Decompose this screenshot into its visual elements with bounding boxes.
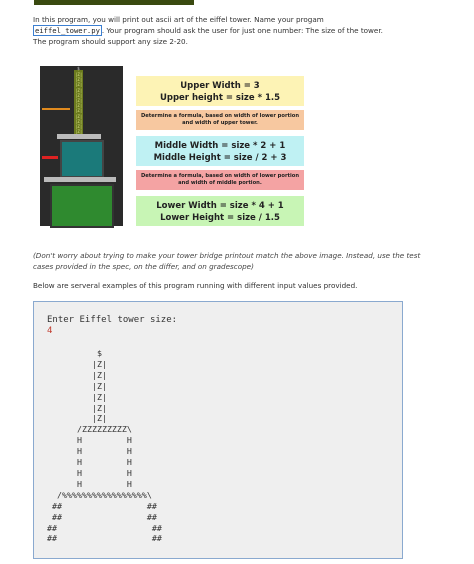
intro-line1: In this program, you will print out asci… (33, 15, 324, 24)
intro-line3: The program should support any size 2-20… (33, 37, 188, 46)
top-image-strip (34, 0, 194, 5)
tower-lower-box (50, 184, 114, 228)
intro-line2: . Your program should ask the user for j… (101, 26, 383, 35)
upper-width-label: Upper Width = 3 (180, 81, 260, 91)
middle-width-label: Middle Width = size * 2 + 1 (154, 141, 286, 151)
middle-formula-box: Middle Width = size * 2 + 1 Middle Heigh… (136, 136, 304, 166)
console-output-block: Enter Eiffel tower size: 4 $ |Z| |Z| |Z|… (33, 301, 403, 559)
tower-middle-bar (57, 134, 101, 139)
middle-note-box: Determine a formula, based on width of l… (136, 170, 304, 190)
middle-note-line1: Determine a formula, based on width of l… (140, 173, 300, 179)
intro-paragraph: In this program, you will print out asci… (33, 14, 438, 47)
tower-illustration: $ |Z| |Z| |Z| |Z| |Z| |Z| |Z| |Z| |Z| |Z… (40, 66, 123, 228)
upper-formula-box: Upper Width = 3 Upper height = size * 1.… (136, 76, 304, 106)
lower-height-label: Lower Height = size / 1.5 (160, 213, 280, 223)
tower-dollar: $ (77, 66, 80, 71)
middle-note-line2: and width of middle portion. (178, 180, 262, 186)
console-input-value: 4 (47, 326, 53, 336)
tower-middle-box (60, 140, 104, 178)
ascii-tower-output: $ |Z| |Z| |Z| |Z| |Z| |Z| /ZZZZZZZZZ\ H … (47, 348, 162, 544)
examples-intro: Below are serveral examples of this prog… (33, 281, 358, 290)
filename-code: eiffel_tower.py (33, 25, 102, 36)
lower-width-label: Lower Width = size * 4 + 1 (156, 201, 284, 211)
tower-mast (74, 70, 83, 134)
width-arrow-icon (42, 108, 70, 110)
upper-note-line2: and width of upper tower. (182, 120, 258, 126)
tower-mast-text: |Z| |Z| |Z| |Z| |Z| |Z| |Z| |Z| |Z| |Z| … (75, 72, 83, 135)
console-prompt: Enter Eiffel tower size: (47, 315, 178, 325)
upper-height-label: Upper height = size * 1.5 (159, 93, 281, 103)
lower-formula-box: Lower Width = size * 4 + 1 Lower Height … (136, 196, 304, 226)
middle-height-label: Middle Height = size / 2 + 3 (153, 153, 287, 163)
tower-lower-bar (44, 177, 116, 182)
disclaimer-note: (Don't worry about trying to make your t… (33, 251, 421, 271)
tower-diagram-figure: $ |Z| |Z| |Z| |Z| |Z| |Z| |Z| |Z| |Z| |Z… (40, 66, 310, 228)
red-arrow-icon (42, 156, 58, 159)
upper-note-box: Determine a formula, based on width of l… (136, 110, 304, 130)
upper-note-line1: Determine a formula, based on width of l… (140, 113, 300, 119)
